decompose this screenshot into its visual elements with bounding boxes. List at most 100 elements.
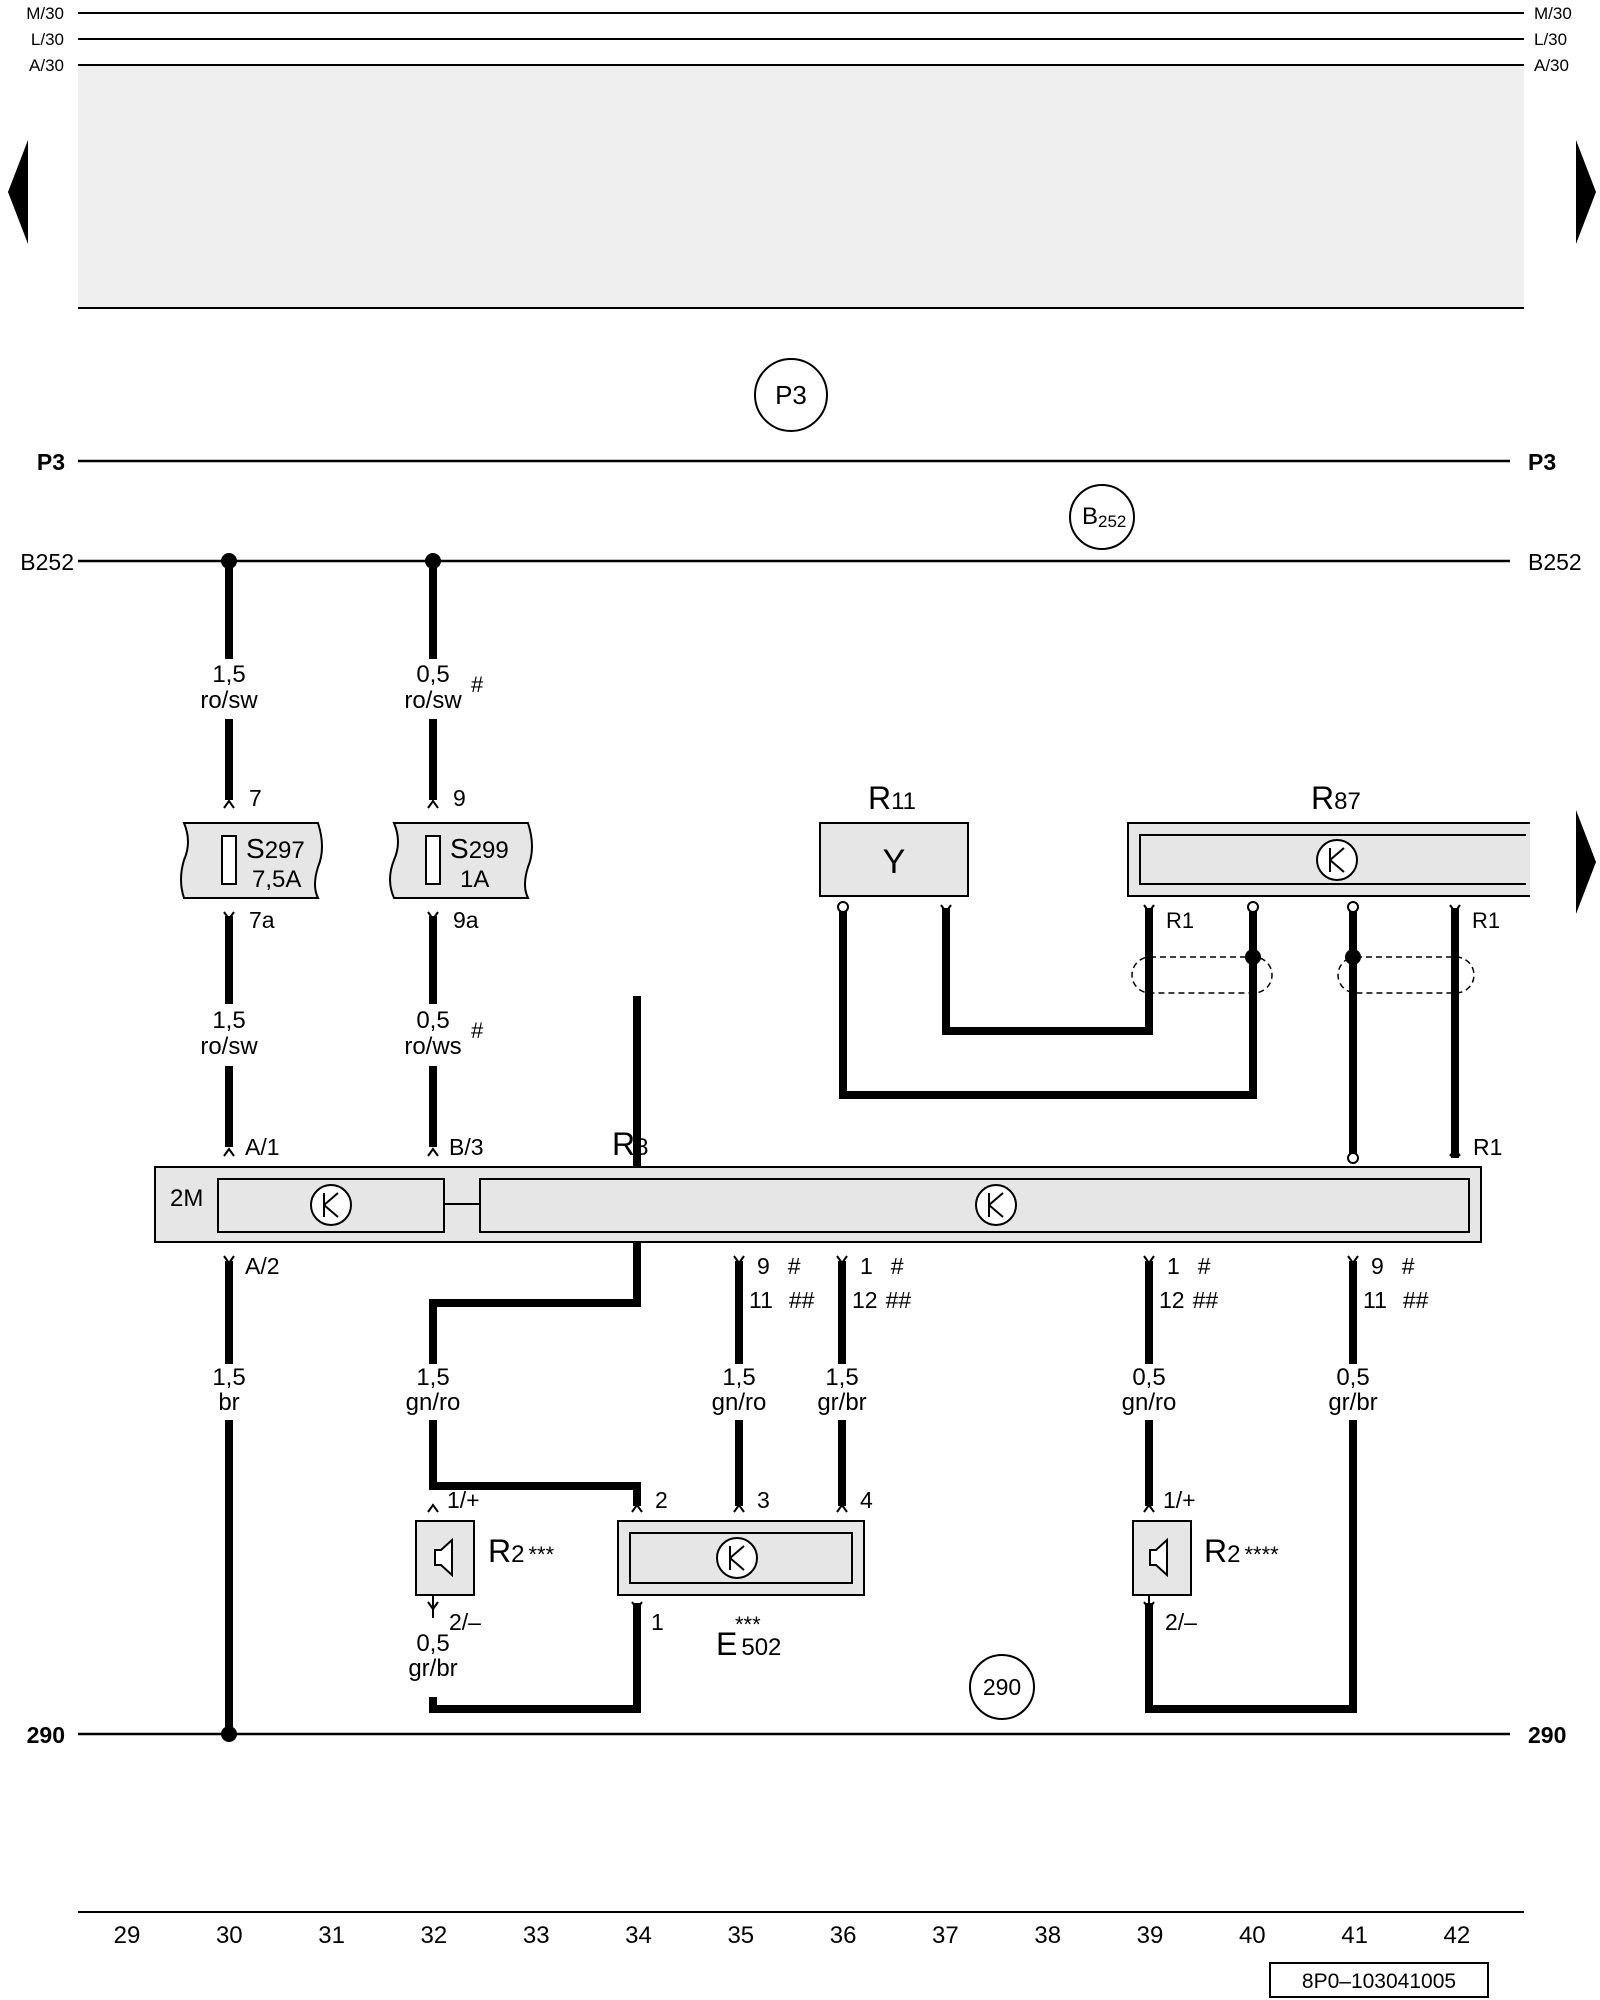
- r87-label: R87: [1311, 780, 1361, 816]
- junction-dot: [425, 553, 441, 569]
- grid-number: 41: [1341, 1922, 1368, 1949]
- pin-arrow-icon: [631, 1503, 643, 1513]
- continue-right-arrow-icon[interactable]: [1576, 810, 1596, 914]
- pin-7a: 7a: [249, 907, 275, 933]
- transistor-icon: [729, 1545, 745, 1571]
- pin-marks: [223, 799, 1461, 1618]
- fuse-s299: S299 1A: [389, 822, 533, 899]
- e502-pin-4: 4: [860, 1487, 873, 1513]
- wire-30-top-size: 1,5: [212, 661, 245, 688]
- ground-circle-label: 290: [983, 1674, 1021, 1700]
- pin-arrow-icon: [1449, 1147, 1461, 1157]
- pin-arrow-icon: [223, 911, 235, 921]
- pin-arrow-icon: [427, 799, 439, 809]
- pin-arrow-icon: [427, 1503, 439, 1513]
- page-next-arrow-icon[interactable]: [1576, 140, 1596, 244]
- grid-number: 30: [216, 1922, 243, 1949]
- top-rails: M/30 L/30 A/30 M/30 L/30 A/30: [26, 4, 1572, 309]
- pin-9a: 9a: [453, 907, 479, 933]
- fuse-s297-label: S297: [246, 833, 305, 864]
- grid-number: 38: [1034, 1922, 1061, 1949]
- wire-41-color: gr/br: [1328, 1389, 1377, 1416]
- r8-label: R8: [612, 1126, 648, 1162]
- r8-pin-icon: [1347, 1152, 1359, 1164]
- junction-dot: [221, 553, 237, 569]
- wire-32-mid-color: ro/ws: [404, 1033, 461, 1060]
- pin-9: 9: [453, 785, 466, 811]
- b252-circle: [1069, 484, 1135, 550]
- speaker-icon: [434, 1537, 453, 1578]
- r11-label: R11: [868, 780, 916, 816]
- pin-labels: 7 9 7a 9a A/1 B/3 R1 A/2 9# 11## 1# 12##…: [245, 785, 1502, 1635]
- wire-loop-32-34-b: [429, 1420, 641, 1506]
- rail-l30-label-right: L/30: [1534, 30, 1567, 49]
- e502-note: ***: [735, 1612, 761, 1637]
- wire-labels: 1,5 ro/sw 0,5 ro/sw # 1,5 ro/sw 0,5 ro/w…: [195, 660, 1388, 1686]
- rail-b252-label-right: B252: [1528, 549, 1582, 575]
- grid-number: 33: [523, 1922, 550, 1949]
- shaded-region: [78, 65, 1524, 308]
- wire-30-top-color: ro/sw: [200, 687, 258, 714]
- component-r11: Y R11: [819, 780, 969, 914]
- r87-electronic-icon: [1316, 839, 1358, 881]
- component-r8: 2M R8: [154, 1126, 1482, 1243]
- label-bg: [195, 1006, 265, 1064]
- r8-pin-35-b: 11##: [749, 1287, 815, 1313]
- transistor-icon: [1329, 847, 1345, 873]
- grid-number: 31: [318, 1922, 345, 1949]
- pin-arrow-icon: [1347, 1255, 1359, 1265]
- r8-pin-39-b: 12##: [1159, 1287, 1218, 1313]
- r2-left-pin-minus: 2/–: [449, 1609, 481, 1635]
- wire-32-low-size: 1,5: [416, 1364, 449, 1391]
- pin-arrow-icon: [733, 1255, 745, 1265]
- speaker-r2-left: R2***: [415, 1520, 555, 1596]
- r8-electronic-icon: [310, 1184, 352, 1226]
- wire-32-top-color: ro/sw: [404, 687, 462, 714]
- pin-arrow-icon: [1143, 1255, 1155, 1265]
- fuse-s297-rating: 7,5A: [252, 866, 301, 893]
- page-prev-arrow-icon[interactable]: [8, 140, 28, 244]
- wire-36-color: gr/br: [817, 1389, 866, 1416]
- r87-pin-icon: [1143, 904, 1155, 914]
- rail-a30-label-right: A/30: [1534, 56, 1569, 75]
- e502-electronic-icon: [716, 1537, 758, 1579]
- rail-m30-label-right: M/30: [1534, 4, 1572, 23]
- wire-loop-39-41: [1145, 1420, 1357, 1713]
- shield-right-icon: [1337, 956, 1475, 994]
- wires: [225, 557, 1459, 1738]
- r8-pin-41-a: 9#: [1371, 1253, 1415, 1279]
- shield-left-icon: [1131, 956, 1273, 994]
- grid-number: 40: [1239, 1922, 1266, 1949]
- wire-r11-r87-inner: [942, 908, 1153, 1035]
- speaker-icon: [1149, 1537, 1168, 1578]
- label-bg: [398, 1630, 468, 1686]
- r8-pin-41-b: 11##: [1363, 1287, 1429, 1313]
- wire-39-color: gn/ro: [1122, 1389, 1177, 1416]
- r87-pin-r1-a: R1: [1166, 908, 1194, 933]
- label-bg: [398, 1364, 468, 1420]
- grid-number: 34: [625, 1922, 652, 1949]
- wire-32-mid-note: #: [471, 1018, 484, 1043]
- r2-right-label: R2****: [1204, 1533, 1279, 1569]
- wire-loop-32-34-a: [429, 996, 641, 1364]
- r8-connector-label: 2M: [170, 1185, 203, 1212]
- transistor-icon: [323, 1192, 339, 1218]
- grid-number: 29: [114, 1922, 141, 1949]
- wire-35-color: gn/ro: [712, 1389, 767, 1416]
- label-bg: [205, 1364, 255, 1420]
- r2-left-pin-plus: 1/+: [447, 1487, 480, 1513]
- doc-code-box: [1269, 1962, 1489, 1998]
- speaker-r2-right: R2****: [1132, 1520, 1279, 1596]
- transistor-icon: [988, 1192, 1004, 1218]
- grid-number: 42: [1444, 1922, 1471, 1949]
- e502-pin-2: 2: [655, 1487, 668, 1513]
- label-bg: [807, 1364, 877, 1420]
- rail-a30-label-left: A/30: [29, 56, 64, 75]
- r2-right-pin-minus: 2/–: [1165, 1609, 1197, 1635]
- rail-p3-label-left: P3: [37, 449, 65, 475]
- pin-7: 7: [249, 785, 262, 811]
- grid-number: 37: [932, 1922, 959, 1949]
- junction-dot: [1345, 949, 1361, 965]
